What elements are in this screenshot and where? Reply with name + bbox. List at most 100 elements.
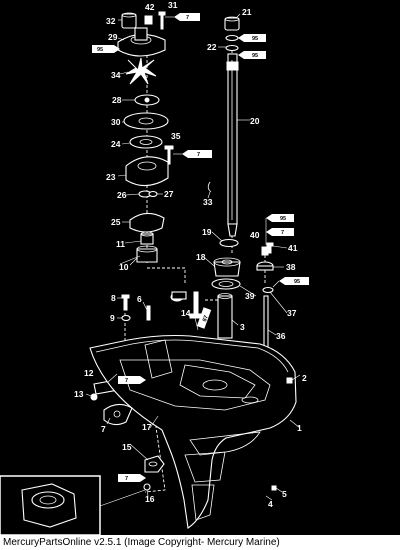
part-3-bushing[interactable] <box>217 293 233 339</box>
callout-23: 23 <box>106 172 116 182</box>
lube-tag-21b: 95 <box>238 51 266 59</box>
lube-tag-40a: 95 <box>265 214 294 245</box>
part-21-bushing[interactable] <box>224 16 240 31</box>
callout-33: 33 <box>203 197 213 207</box>
callout-6: 6 <box>137 294 142 304</box>
callout-27: 27 <box>164 189 174 199</box>
part-27-seal[interactable] <box>148 190 158 198</box>
callout-29: 29 <box>108 32 118 42</box>
callout-15: 15 <box>122 442 132 452</box>
lube-tag-37: 95 <box>272 277 309 288</box>
callout-11: 11 <box>116 239 125 249</box>
callout-21: 21 <box>242 7 252 17</box>
lube-tag-31: 7 <box>165 13 200 21</box>
callout-7: 7 <box>101 424 106 434</box>
lube-tag-14: 87 <box>196 307 212 329</box>
callout-41: 41 <box>288 243 298 253</box>
callout-26: 26 <box>117 190 127 200</box>
callout-19: 19 <box>202 227 212 237</box>
lube-tag-12-text: 7 <box>125 378 128 384</box>
lube-tag-12: 7 <box>118 376 146 384</box>
lube-tag-29: 95 <box>92 45 120 53</box>
lube-tag-14-text: 87 <box>202 315 210 323</box>
callout-39: 39 <box>245 291 255 301</box>
part-18-bearing[interactable] <box>213 257 241 277</box>
part-31-screw[interactable] <box>158 11 166 30</box>
callout-16: 16 <box>145 494 155 504</box>
copyright-footer: MercuryPartsOnline v2.5.1 (Image Copyrig… <box>0 535 400 550</box>
part-1-gear-housing[interactable] <box>89 334 297 529</box>
part-10-seal-carrier[interactable] <box>136 245 158 263</box>
part-9-washer[interactable] <box>121 314 131 322</box>
callout-31: 31 <box>168 0 178 10</box>
callout-numbers: 1 2 3 4 5 6 7 8 9 10 11 12 13 14 15 16 1… <box>74 0 307 509</box>
part-15-nut[interactable] <box>144 455 165 473</box>
callout-2: 2 <box>302 373 307 383</box>
lube-tag-29-text: 95 <box>97 47 103 53</box>
callout-38: 38 <box>286 262 296 272</box>
part-19-o-ring[interactable] <box>219 238 239 248</box>
inset-nut-detail <box>0 475 146 535</box>
part-39-bearing-race[interactable] <box>211 278 241 290</box>
part-35-screw[interactable] <box>164 145 174 165</box>
callout-17: 17 <box>142 422 152 432</box>
part-38-bushing[interactable] <box>256 261 274 271</box>
part-11-spacer[interactable] <box>140 231 154 245</box>
callout-8: 8 <box>111 293 116 303</box>
part-34-impeller[interactable] <box>125 57 157 85</box>
lube-tag-21b-text: 95 <box>252 53 258 59</box>
part-40-seal[interactable] <box>261 246 269 256</box>
callout-40: 40 <box>250 230 260 240</box>
callout-14: 14 <box>181 308 191 318</box>
callout-24: 24 <box>111 139 121 149</box>
part-8-screw[interactable] <box>121 294 130 311</box>
callout-36: 36 <box>276 331 286 341</box>
callout-12: 12 <box>84 368 94 378</box>
lube-tag-35-text: 7 <box>197 152 200 158</box>
callout-3: 3 <box>240 322 245 332</box>
part-41-screw[interactable] <box>266 242 274 254</box>
part-13-screw[interactable] <box>90 393 98 401</box>
lube-tag-21a: 95 <box>238 34 266 42</box>
lube-tag-37-text: 95 <box>294 279 300 285</box>
callout-32: 32 <box>106 16 116 26</box>
part-20-driveshaft[interactable] <box>226 53 239 237</box>
lube-tag-35: 7 <box>173 150 212 158</box>
callout-25: 25 <box>111 217 121 227</box>
callout-9: 9 <box>110 313 115 323</box>
part-32-seal[interactable] <box>121 12 137 29</box>
lube-tag-31-text: 7 <box>186 15 189 21</box>
part-33-key[interactable] <box>207 181 212 193</box>
lube-tag-16: 7 <box>118 474 146 482</box>
exploded-parts-diagram: 7 95 95 95 7 95 7 95 87 <box>0 0 309 535</box>
part-37-o-ring[interactable] <box>262 286 274 294</box>
part-4-dowel-pin[interactable] <box>170 291 187 302</box>
callout-37: 37 <box>287 308 297 318</box>
callout-13: 13 <box>74 389 84 399</box>
part-6-pin[interactable] <box>146 305 151 321</box>
part-23-pump-base[interactable] <box>125 156 169 187</box>
part-16-washer[interactable] <box>143 483 151 491</box>
part-14-bolt[interactable] <box>189 291 203 319</box>
part-29-pump-housing[interactable] <box>117 27 166 57</box>
callout-5: 5 <box>282 489 287 499</box>
lube-tag-40b-text: 7 <box>281 230 284 236</box>
lube-tag-40a-text: 95 <box>280 216 286 222</box>
callout-10: 10 <box>119 262 129 272</box>
part-2-screw[interactable] <box>286 377 293 384</box>
callout-28: 28 <box>112 95 122 105</box>
callout-34: 34 <box>111 70 121 80</box>
lube-tag-21a-text: 95 <box>252 36 258 42</box>
callout-42: 42 <box>145 2 155 12</box>
callout-30: 30 <box>111 117 121 127</box>
lube-tag-16-text: 7 <box>125 476 128 482</box>
part-30-face-plate[interactable] <box>123 112 169 130</box>
part-42-grommet[interactable] <box>144 15 153 25</box>
part-24-gasket[interactable] <box>129 135 163 149</box>
part-25-gasket[interactable] <box>129 212 165 233</box>
part-5-screw[interactable] <box>271 485 277 491</box>
part-22-washer[interactable] <box>225 34 239 52</box>
part-7-trim-tab[interactable] <box>103 403 133 426</box>
part-28-gasket[interactable] <box>134 94 160 106</box>
callout-35: 35 <box>171 131 181 141</box>
